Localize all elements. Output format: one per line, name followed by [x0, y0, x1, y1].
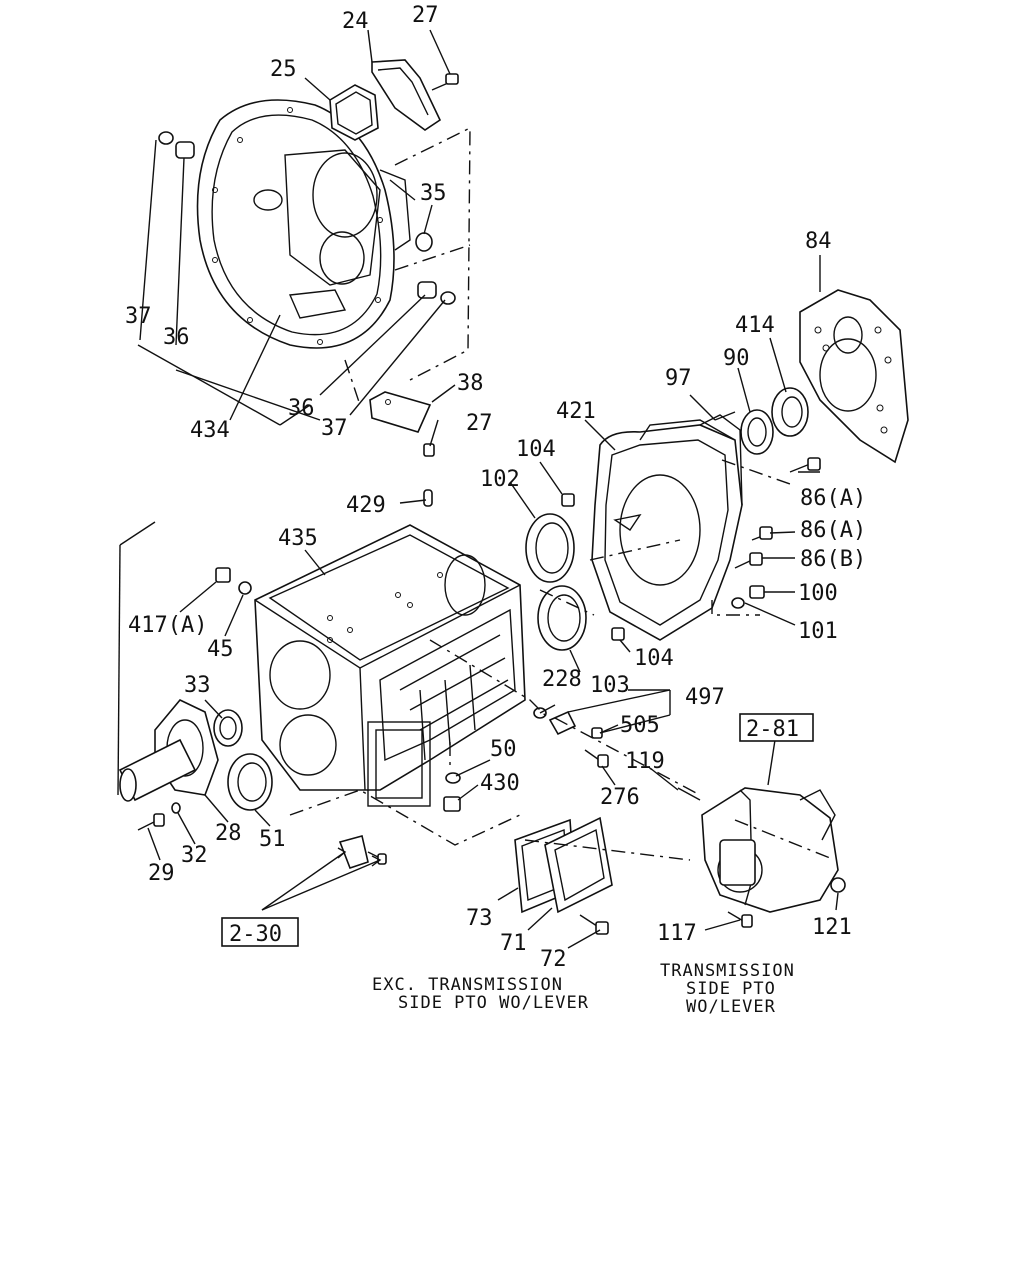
callout-labels: 24 27 25 35 37 36 84 414 90 97 38 434 36…	[125, 3, 866, 972]
callout-429: 429	[346, 493, 386, 518]
callout-505: 505	[620, 713, 660, 738]
callout-32: 32	[181, 843, 208, 868]
adapter-plate-84	[799, 289, 909, 464]
callout-90: 90	[723, 346, 750, 371]
sensor-2-30	[338, 835, 387, 870]
callout-24: 24	[342, 9, 369, 34]
callout-36-left: 36	[163, 325, 190, 350]
callout-102: 102	[480, 467, 520, 492]
callout-104-top: 104	[516, 437, 556, 462]
callout-97: 97	[665, 366, 692, 391]
callout-228: 228	[542, 667, 582, 692]
bolts-86-100-101	[714, 411, 821, 609]
callout-86a-second: 86(A)	[800, 518, 866, 543]
callout-28: 28	[215, 821, 242, 846]
callout-71: 71	[500, 931, 527, 956]
reference-2-30-label: 2-30	[229, 922, 282, 947]
reference-box-2-81[interactable]: 2-81	[739, 713, 814, 742]
callout-37-bottom: 37	[321, 416, 348, 441]
callout-103: 103	[590, 673, 630, 698]
callout-100: 100	[798, 581, 838, 606]
clutch-housing-421	[591, 414, 743, 641]
callout-430: 430	[480, 771, 520, 796]
callout-417a: 417(A)	[128, 613, 207, 638]
callout-73: 73	[466, 906, 493, 931]
callout-29: 29	[148, 861, 175, 886]
callout-51: 51	[259, 827, 286, 852]
reference-box-2-30[interactable]: 2-30	[221, 917, 299, 947]
leader-lines	[117, 29, 839, 949]
seal-bearing-90-414	[740, 387, 809, 455]
variant-notes: EXC. TRANSMISSION SIDE PTO WO/LEVER TRAN…	[372, 961, 795, 1017]
callout-25: 25	[270, 57, 297, 82]
note-pto-line3: WO/LEVER	[686, 997, 776, 1017]
cover-plate-38	[369, 391, 435, 457]
callout-101: 101	[798, 619, 838, 644]
note-pto-line2: SIDE PTO	[686, 979, 776, 999]
callout-414: 414	[735, 313, 775, 338]
callout-37-left: 37	[125, 304, 152, 329]
pto-cover-71-73	[514, 816, 613, 935]
flywheel-housing-434	[196, 99, 416, 349]
callout-33: 33	[184, 673, 211, 698]
note-pto-line1: TRANSMISSION	[660, 961, 795, 981]
callout-27-top: 27	[412, 3, 439, 28]
callout-434: 434	[190, 418, 230, 443]
inspection-cover-24-25	[329, 59, 459, 141]
callout-45: 45	[207, 637, 234, 662]
callout-435: 435	[278, 526, 318, 551]
callout-276: 276	[600, 785, 640, 810]
callout-84: 84	[805, 229, 832, 254]
plug-417-washer-45	[215, 567, 252, 595]
transmission-case-435	[254, 489, 526, 807]
bearing-retainer-28	[118, 699, 273, 831]
callout-497: 497	[685, 685, 725, 710]
callout-38: 38	[457, 371, 484, 396]
reference-2-81-label: 2-81	[746, 717, 799, 742]
callout-36-bottom: 36	[288, 396, 315, 421]
callout-117: 117	[657, 921, 697, 946]
callout-50: 50	[490, 737, 517, 762]
callout-121: 121	[812, 915, 852, 940]
callout-86b: 86(B)	[800, 547, 866, 572]
callout-86a-first: 86(A)	[800, 486, 866, 511]
note-exc-line2: SIDE PTO WO/LEVER	[398, 993, 589, 1013]
seal-covers-102-103	[525, 493, 625, 651]
callout-421: 421	[556, 399, 596, 424]
callout-104-bottom: 104	[634, 646, 674, 671]
note-exc-line1: EXC. TRANSMISSION	[372, 975, 563, 995]
callout-27-bottom: 27	[466, 411, 493, 436]
callout-35: 35	[420, 181, 447, 206]
pto-unit-2-81	[677, 787, 846, 928]
callout-72: 72	[540, 947, 567, 972]
callout-119: 119	[625, 749, 665, 774]
